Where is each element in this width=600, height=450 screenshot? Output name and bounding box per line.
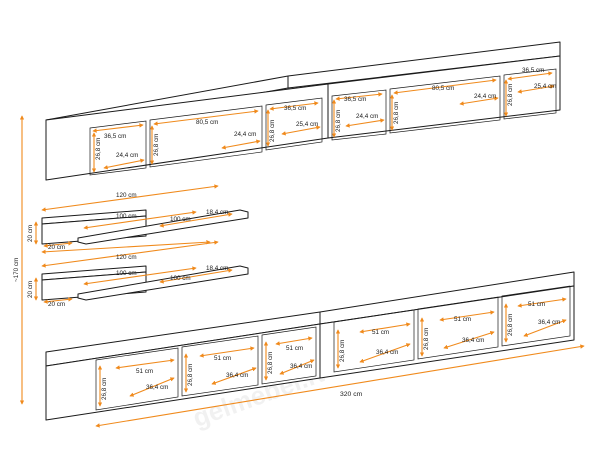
bottom-c4-height-label: 26,8 cm: [339, 340, 346, 362]
bottom-c4-depth-label: 36,4 cm: [376, 349, 398, 356]
top-unit-labels: 36,5 cm 26,8 cm 24,4 cm 80,5 cm 26,8 cm …: [95, 67, 556, 160]
top-r3-depth-label: 25,4 cm: [534, 83, 556, 90]
top-r2-height-label: 26,8 cm: [393, 102, 400, 124]
top-l1-depth-label: 24,4 cm: [116, 152, 138, 159]
bottom-unit-labels: 51 cm 26,8 cm 36,4 cm 51 cm 26,8 cm 36,4…: [101, 301, 560, 400]
bottom-c6-width-label: 51 cm: [528, 301, 545, 308]
shelf-2-length-label: 120 cm: [116, 254, 137, 261]
top-r1-width-label: 36,5 cm: [344, 96, 366, 103]
shelf-2: 120 cm 100 cm 100 cm 18,4 cm 20 cm 20 cm: [27, 240, 249, 308]
bottom-c3-width-label: 51 cm: [286, 345, 303, 352]
bottom-c3-depth-label: 36,4 cm: [290, 363, 312, 370]
bottom-c2-width-label: 51 cm: [214, 355, 231, 362]
bottom-c3-height-label: 26,8 cm: [267, 352, 274, 374]
shelf-1-height-label: 20 cm: [27, 225, 34, 242]
shelf-2-back-label: 20 cm: [48, 301, 65, 308]
top-l2-width-label: 80,5 cm: [196, 119, 218, 126]
shelf-1-depth-label: 18,4 cm: [206, 209, 228, 216]
bottom-c1-width-label: 51 cm: [136, 368, 153, 375]
overall-height-label: ~170 cm: [13, 258, 20, 282]
top-unit-dimensions: [91, 71, 555, 173]
shelf-1-length-label: 120 cm: [116, 192, 137, 199]
bottom-c2-depth-label: 36,4 cm: [226, 372, 248, 379]
bottom-c6-depth-label: 36,4 cm: [538, 319, 560, 326]
top-l1-height-label: 26,8 cm: [95, 138, 102, 160]
bottom-c5-width-label: 51 cm: [454, 316, 471, 323]
top-l3-width-label: 36,5 cm: [284, 105, 306, 112]
top-r2-width-label: 80,5 cm: [432, 85, 454, 92]
top-r2-depth-label: 24,4 cm: [474, 93, 496, 100]
shelf-2-height-label: 20 cm: [27, 281, 34, 298]
bottom-c1-depth-label: 36,4 cm: [146, 384, 168, 391]
top-l2-depth-label: 24,4 cm: [234, 131, 256, 138]
bottom-c5-depth-label: 36,4 cm: [462, 337, 484, 344]
shelf-2-inner-length-label: 100 cm: [116, 270, 137, 277]
bottom-c1-height-label: 26,8 cm: [101, 378, 108, 400]
shelf-1-inner-length-label: 100 cm: [116, 213, 137, 220]
bottom-c6-height-label: 26,8 cm: [507, 314, 514, 336]
bottom-c4-width-label: 51 cm: [372, 329, 389, 336]
bottom-unit-dimensions: [95, 297, 585, 428]
top-r1-depth-label: 24,4 cm: [356, 113, 378, 120]
overall-height-dimension: ~170 cm: [13, 115, 25, 405]
top-r1-height-label: 26,8 cm: [335, 110, 342, 132]
bottom-c5-height-label: 26,8 cm: [423, 328, 430, 350]
top-l1-width-label: 36,5 cm: [104, 133, 126, 140]
shelf-1-back-label: 20 cm: [48, 244, 65, 251]
top-l2-height-label: 26,8 cm: [153, 134, 160, 156]
top-l3-height-label: 26,8 cm: [269, 120, 276, 142]
top-r3-height-label: 26,8 cm: [507, 84, 514, 106]
bottom-total-width-label: 320 cm: [340, 391, 363, 398]
top-l3-depth-label: 25,4 cm: [296, 121, 318, 128]
top-r3-width-label: 36,5 cm: [522, 67, 544, 74]
shelf-2-board-length-label: 100 cm: [170, 275, 191, 282]
shelf-2-depth-label: 18,4 cm: [206, 265, 228, 272]
bottom-c2-height-label: 26,8 cm: [187, 364, 194, 386]
shelf-1-board-length-label: 100 cm: [170, 216, 191, 223]
